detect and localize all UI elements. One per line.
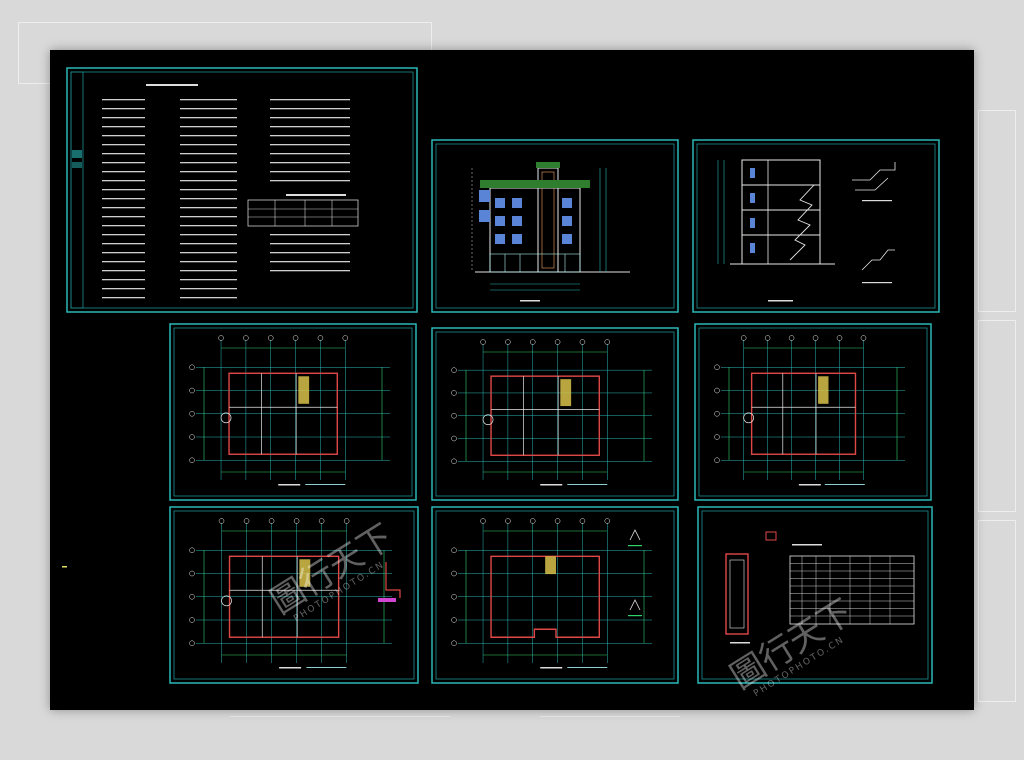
background-ghost-frame — [978, 320, 1016, 512]
background-ghost-line — [540, 716, 680, 717]
sheet-door-window-table[interactable] — [697, 506, 933, 684]
sheet-section[interactable] — [692, 139, 940, 313]
background-ghost-frame — [978, 110, 1016, 312]
schedule-table-grid — [790, 556, 914, 624]
sheet-plan-2[interactable] — [431, 327, 679, 501]
sheet-elevation[interactable] — [431, 139, 679, 313]
cad-drawing-canvas[interactable]: 圖行天下 PHOTOPHOTO.CN 圖行天下 PHOTOPHOTO.CN — [50, 50, 974, 710]
sheet-plan-1[interactable] — [169, 323, 417, 501]
canvas-marker — [62, 566, 67, 568]
detail-callouts — [378, 529, 642, 617]
sheet-design-notes[interactable] — [66, 67, 418, 313]
drawing-sheets-svg — [62, 67, 940, 684]
background-ghost-line — [230, 716, 450, 717]
background-ghost-frame — [978, 520, 1016, 702]
floor-plan-sheets — [169, 323, 932, 684]
sheet-plan-3[interactable] — [694, 323, 932, 501]
sheet-roof-plan[interactable] — [431, 506, 679, 684]
sheet-plan-4[interactable] — [169, 506, 419, 684]
